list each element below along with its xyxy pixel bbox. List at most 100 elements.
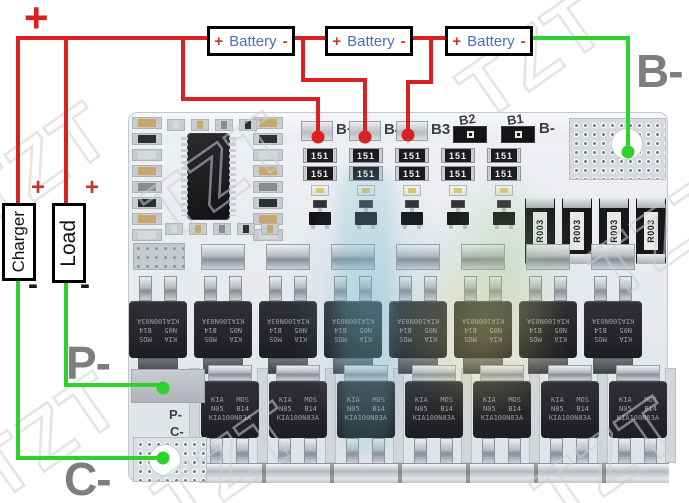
cminus-connection-dot xyxy=(156,451,170,465)
mosfet-leg xyxy=(278,438,291,464)
mosfet-line1: KIA MOS xyxy=(529,335,567,343)
cell-silkscreen-label: B3 xyxy=(431,121,451,138)
resistor-151-code: 151 xyxy=(353,149,379,162)
mosfet-line2: N05 B14 xyxy=(415,405,453,413)
mosfet: KIA MOS N05 B14 KIA100N03A xyxy=(194,301,252,358)
mosfet-line3: KIA100N03A xyxy=(526,317,570,325)
mosfet-tab xyxy=(208,365,252,381)
mosfet: KIA MOS N05 B14 KIA100N03A xyxy=(201,381,259,438)
mosfet-marking: KIA MOS N05 B14 KIA100N03A xyxy=(267,316,309,343)
resistor-151: 151 xyxy=(395,148,429,163)
mosfet-tab xyxy=(616,365,660,381)
mosfet-tab-pad xyxy=(461,244,505,270)
resistor-151-code: 151 xyxy=(399,167,425,180)
mosfet-line1: KIA MOS xyxy=(204,335,242,343)
smd-row-top xyxy=(167,119,257,131)
mosfet: KIA MOS N05 B14 KIA100N03A xyxy=(609,381,667,438)
mosfet-line2: N05 B14 xyxy=(269,326,307,334)
smd-component xyxy=(215,119,233,131)
mosfet-tab xyxy=(548,365,592,381)
mosfet-leg xyxy=(508,438,521,464)
mosfet: KIA MOS N05 B14 KIA100N03A xyxy=(129,301,187,358)
resistor-151: 151 xyxy=(303,148,337,163)
wire-battery-negative-run xyxy=(533,36,630,40)
smd-component xyxy=(132,149,162,161)
wire-battery1-2-link xyxy=(295,36,327,40)
mosfet-line2: N05 B14 xyxy=(139,326,177,334)
mosfet-line3: KIA100N03A xyxy=(548,414,592,422)
b4-connection-dot xyxy=(358,130,372,144)
mosfet-leg xyxy=(372,438,385,464)
resistor-151: 151 xyxy=(487,166,521,181)
mosfet-line3: KIA100N03A xyxy=(276,414,320,422)
wire-charger-positive xyxy=(16,36,20,205)
sot23-transistor xyxy=(355,208,377,229)
wire-bplus-tap xyxy=(316,97,320,139)
mosfet-line3: KIA100N03A xyxy=(591,317,635,325)
mosfet-marking: KIA MOS N05 B14 KIA100N03A xyxy=(277,396,319,423)
mosfet: KIA MOS N05 B14 KIA100N03A xyxy=(389,301,447,358)
led-indicator xyxy=(403,185,421,196)
mosfet-marking: KIA MOS N05 B14 KIA100N03A xyxy=(137,316,179,343)
smd-component xyxy=(253,165,283,177)
mosfet-line1: KIA MOS xyxy=(483,396,521,404)
mosfet-line2: N05 B14 xyxy=(211,405,249,413)
mosfet-marking: KIA MOS N05 B14 KIA100N03A xyxy=(617,396,659,423)
mosfet-leg xyxy=(139,276,152,301)
mosfet-leg xyxy=(594,276,607,301)
mosfet: KIA MOS N05 B14 KIA100N03A xyxy=(269,381,327,438)
mosfet-line3: KIA100N03A xyxy=(331,317,375,325)
load-plus-sign: + xyxy=(85,174,100,201)
mosfet-leg xyxy=(359,276,372,301)
mosfet-leg xyxy=(550,438,563,464)
sot23-transistor xyxy=(447,208,469,229)
smd-chip xyxy=(497,200,511,208)
mosfet-tab-pad xyxy=(266,244,310,270)
mosfet-marking: KIA MOS N05 B14 KIA100N03A xyxy=(527,316,569,343)
smd-component xyxy=(237,223,255,235)
mosfet-line2: N05 B14 xyxy=(399,326,437,334)
mosfet-leg xyxy=(294,276,307,301)
wire-b4-run xyxy=(301,78,367,82)
charger-plus-sign: + xyxy=(31,174,46,201)
mosfet-marking: KIA MOS N05 B14 KIA100N03A xyxy=(345,396,387,423)
mosfet-leg xyxy=(210,438,223,464)
c-minus-silkscreen: C- xyxy=(170,424,184,439)
resistor-151: 151 xyxy=(487,148,521,163)
mosfet-line1: KIA MOS xyxy=(269,335,307,343)
mosfet-leg xyxy=(464,276,477,301)
mosfet-leg xyxy=(424,276,437,301)
battery2-label: Battery xyxy=(347,32,395,50)
bminus-connection-dot xyxy=(621,145,635,159)
mosfet-line3: KIA100N03A xyxy=(396,317,440,325)
mosfet: KIA MOS N05 B14 KIA100N03A xyxy=(584,301,642,358)
mosfet-line2: N05 B14 xyxy=(347,405,385,413)
led-indicator xyxy=(449,185,467,196)
smd-column-left xyxy=(132,117,162,245)
mosfet-tab-pad xyxy=(526,244,570,270)
mosfet-leg xyxy=(529,276,542,301)
charger-box: Charger xyxy=(2,203,36,281)
mosfet-line2: N05 B14 xyxy=(594,326,632,334)
mosfet-tab-pad xyxy=(331,244,375,270)
smd-component xyxy=(253,149,283,161)
smd-component xyxy=(191,119,209,131)
wire-positive-rail xyxy=(16,36,209,40)
mosfet-marking: KIA MOS N05 B14 KIA100N03A xyxy=(549,396,591,423)
mosfet-tab xyxy=(480,365,524,381)
battery3-label: Battery xyxy=(467,32,515,50)
mosfet-leg xyxy=(576,438,589,464)
mosfet-leg xyxy=(618,438,631,464)
mosfet-tab xyxy=(412,365,456,381)
smd-column-right xyxy=(253,117,283,245)
resistor-151: 151 xyxy=(349,166,383,181)
wire-b3-tap xyxy=(406,80,410,137)
resistor-151-code: 151 xyxy=(491,149,517,162)
bplus-connection-dot xyxy=(311,130,325,144)
smd-component xyxy=(132,197,162,209)
load-minus-sign: - xyxy=(80,268,90,301)
smd-component xyxy=(189,223,207,235)
charger-label: Charger xyxy=(9,211,28,273)
load-label: Load xyxy=(57,219,80,267)
